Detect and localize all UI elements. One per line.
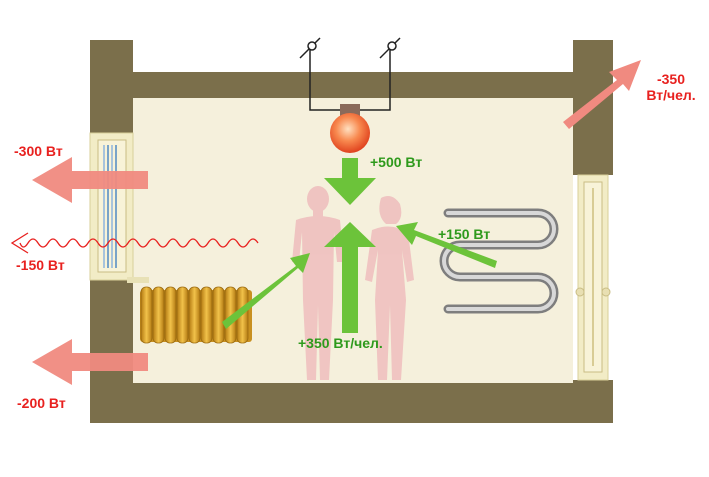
door-icon [575, 174, 611, 381]
walls [90, 40, 613, 423]
vent-loss-arrow [563, 60, 641, 129]
lamp-gain-arrow [324, 158, 376, 205]
wavy-radiation-icon [10, 232, 259, 254]
wall-loss-arrow [32, 339, 148, 385]
wall-loss-label: -200 Вт [17, 395, 66, 411]
people-gain-label: +350 Вт/чел. [298, 335, 383, 351]
woman-silhouette-icon [365, 196, 414, 380]
people-gain-arrow [324, 222, 376, 333]
towel-gain-label: +150 Вт [438, 226, 491, 242]
towel-gain-arrow [396, 222, 497, 268]
radiation-loss-label: -150 Вт [16, 257, 65, 273]
window-loss-arrow [32, 157, 148, 203]
vent-loss-value: -350 [656, 71, 686, 87]
vent-loss-unit: Вт/чел. [646, 87, 696, 103]
vent-loss-label: -350 Вт/чел. [636, 71, 706, 103]
lamp-gain-label: +500 Вт [370, 154, 423, 170]
towel-rail-icon [439, 208, 559, 314]
window-loss-label: -300 Вт [14, 143, 63, 159]
radiator-icon [140, 286, 252, 344]
radiator-gain-arrow [222, 253, 310, 329]
ceiling-lamp-icon [330, 104, 370, 153]
